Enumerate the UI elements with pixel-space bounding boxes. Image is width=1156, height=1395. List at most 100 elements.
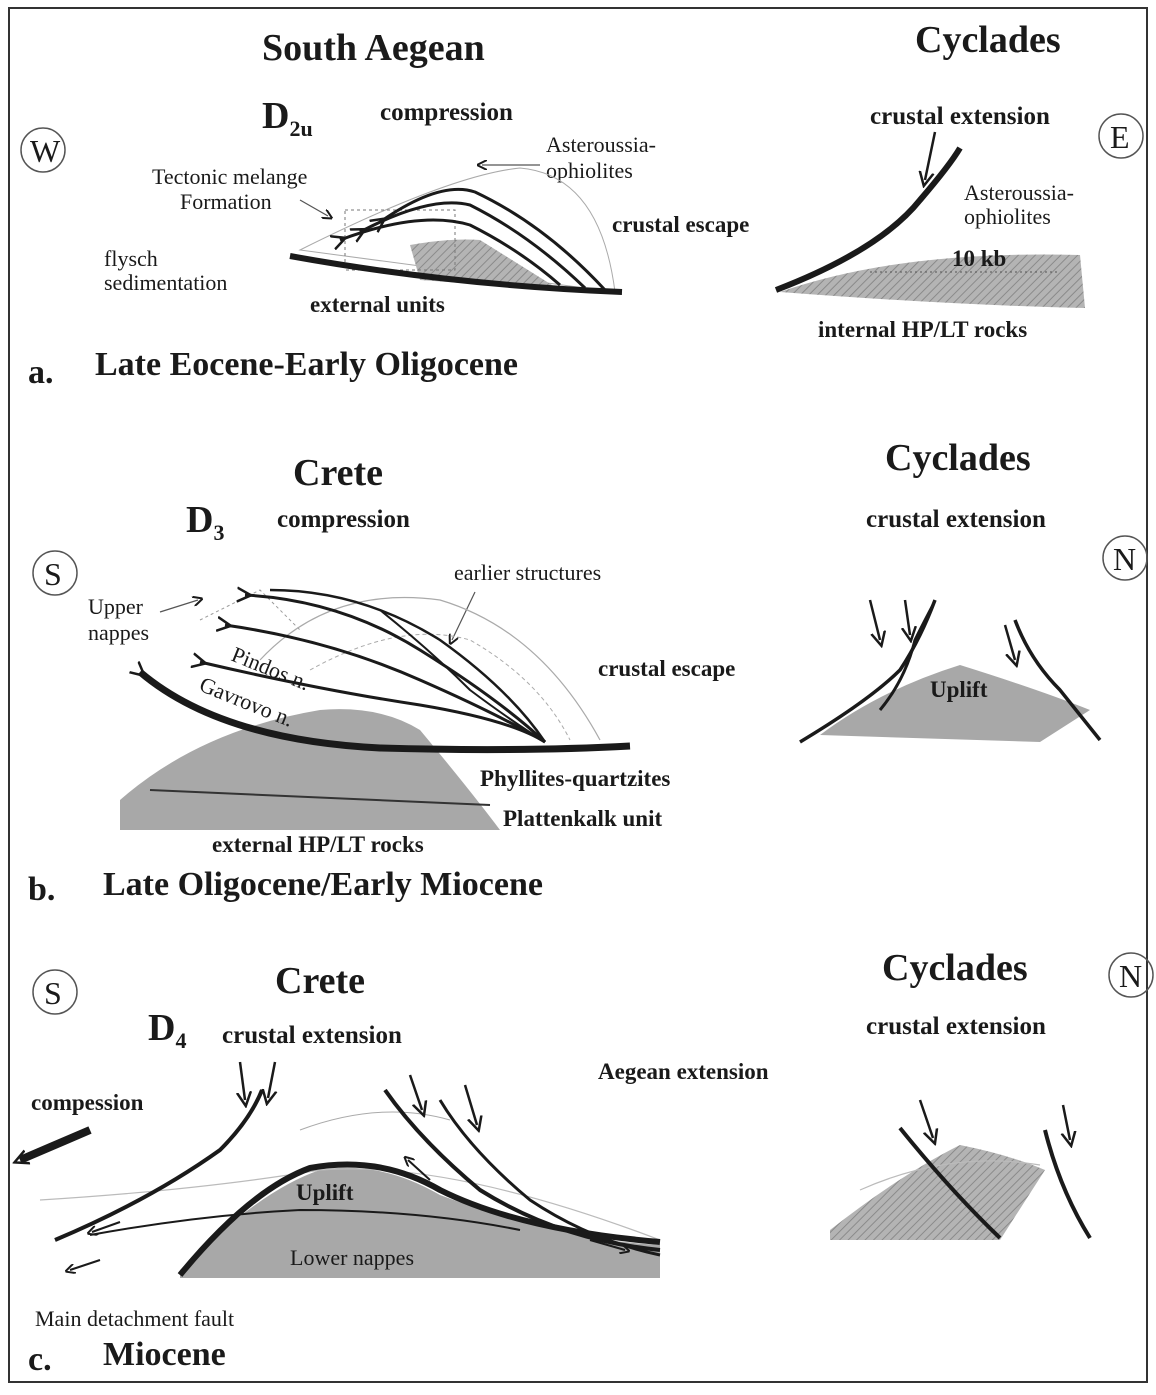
earlier-structures-label: earlier structures xyxy=(454,560,601,585)
panel-c-dir-left: S xyxy=(44,975,62,1011)
external-rocks-fill xyxy=(120,709,500,830)
upper-surface-c xyxy=(299,1111,451,1131)
thrust-b4 xyxy=(269,588,547,743)
panel-c-uplift: Uplift xyxy=(296,1180,354,1205)
panel-b-crustal-extension: crustal extension xyxy=(866,506,1046,533)
panel-b-crustal-escape: crustal escape xyxy=(598,656,735,681)
thrust-a2 xyxy=(360,201,587,290)
detachment-a xyxy=(774,146,963,293)
extension-arrow-b1 xyxy=(868,599,880,640)
normal-fault-c1 xyxy=(54,1089,264,1242)
asteroussia-label-a1: Asteroussia- xyxy=(546,132,656,157)
internal-rocks-label: internal HP/LT rocks xyxy=(818,317,1027,342)
south-direction-marker-c xyxy=(32,969,78,1015)
asteroussia-label-b2: ophiolites xyxy=(964,204,1051,229)
panel-a-phase: D2u xyxy=(262,95,313,141)
caption-letter-c: c. xyxy=(28,1341,52,1378)
panel-c-title-left: Crete xyxy=(275,960,365,1002)
panel-c: Crete Cyclades D4 crustal extension crus… xyxy=(20,947,1154,1378)
normal-fault-c4 xyxy=(898,1126,1002,1240)
south-direction-marker-b xyxy=(32,550,78,596)
cyclades-dome-c xyxy=(830,1145,1045,1240)
panel-a-crustal-extension: crustal extension xyxy=(870,103,1050,130)
shear-arrow-c3 xyxy=(92,1221,121,1232)
extension-arrow-c4 xyxy=(463,1084,477,1125)
upper-nappes-outline xyxy=(199,589,301,631)
extension-arrow-c2 xyxy=(268,1061,275,1098)
flysch-label-2: sedimentation xyxy=(104,270,227,295)
tectonic-melange-label-2: Formation xyxy=(180,189,272,214)
extension-arrow-c5 xyxy=(918,1099,933,1138)
figure-border xyxy=(8,7,1148,1383)
panel-b-title-left: Crete xyxy=(293,452,383,494)
panel-b-title-right: Cyclades xyxy=(885,437,1031,479)
melange-pointer-arrow xyxy=(299,199,328,216)
shear-arrow-c4 xyxy=(70,1259,101,1270)
compession-label: compession xyxy=(31,1090,144,1115)
wedge-outline-a xyxy=(298,167,616,293)
thrust-a3 xyxy=(380,187,607,292)
plattenkalk-boundary xyxy=(149,789,491,806)
surface-line-c xyxy=(39,1168,661,1241)
caption-a: Late Eocene-Early Oligocene xyxy=(95,346,518,383)
extension-arrow-c1 xyxy=(240,1061,245,1100)
flysch-label-1: flysch xyxy=(104,246,158,271)
lower-nappes-label: Lower nappes xyxy=(290,1245,414,1270)
upper-nappes-pointer xyxy=(159,600,198,613)
panel-c-crustal-extension-left: crustal extension xyxy=(222,1022,402,1049)
normal-fault-c5 xyxy=(1043,1129,1092,1240)
asteroussia-label-a2: ophiolites xyxy=(546,158,633,183)
aegean-extension-label: Aegean extension xyxy=(598,1059,769,1084)
basal-thrust-a xyxy=(289,253,623,295)
upper-nappes-label-2: nappes xyxy=(88,620,149,645)
dome-outline-b2 xyxy=(309,633,571,741)
phyllites-label: Phyllites-quartzites xyxy=(480,766,670,791)
panel-c-phase: D4 xyxy=(148,1007,186,1053)
external-units-label: external units xyxy=(310,292,445,317)
earlier-pointer-arrow xyxy=(452,591,476,640)
thrust-b5 xyxy=(379,609,546,743)
main-detachment-label: Main detachment fault xyxy=(35,1306,234,1331)
panel-a-title-right: Cyclades xyxy=(915,19,1061,61)
normal-fault-b1 xyxy=(799,599,937,744)
tectonic-melange-label-1: Tectonic melange xyxy=(152,164,307,189)
panel-b-phase: D3 xyxy=(186,499,224,545)
caption-b: Late Oligocene/Early Miocene xyxy=(103,866,543,903)
shear-arrow-c1 xyxy=(408,1160,431,1181)
panel-b: Crete Cyclades D3 compression crustal ex… xyxy=(28,437,1148,908)
dome-outline-b1 xyxy=(259,596,601,741)
east-direction-marker xyxy=(1098,113,1144,159)
asteroussia-label-b1: Asteroussia- xyxy=(964,180,1074,205)
uplift-dome-b xyxy=(820,665,1090,742)
panel-c-crustal-extension-right: crustal extension xyxy=(866,1013,1046,1040)
panel-a-title-left: South Aegean xyxy=(262,27,485,69)
panel-a-crustal-escape: crustal escape xyxy=(612,212,749,237)
thrust-b2 xyxy=(225,625,546,744)
compression-arrow xyxy=(20,1126,92,1160)
west-direction-marker xyxy=(20,127,66,173)
extension-arrow-b3 xyxy=(1003,624,1015,660)
internal-boundary-c xyxy=(89,1208,521,1236)
upper-nappes-label-1: Upper xyxy=(88,594,144,619)
panel-a-compression: compression xyxy=(380,99,513,126)
panel-b-uplift: Uplift xyxy=(930,677,988,702)
panel-a-dir-right: E xyxy=(1110,119,1130,155)
extension-arrow-a xyxy=(925,131,937,180)
panel-a-dir-left: W xyxy=(30,133,61,169)
extension-arrow-b2 xyxy=(905,599,910,635)
pressure-label: 10 kb xyxy=(952,246,1006,271)
panel-a: South Aegean Cyclades D2u compression cr… xyxy=(20,19,1144,391)
extension-arrow-c6 xyxy=(1063,1104,1070,1140)
extension-arrow-c3 xyxy=(408,1074,422,1110)
caption-letter-b: b. xyxy=(28,871,55,908)
normal-fault-c3 xyxy=(438,1099,661,1257)
basal-thrust-b xyxy=(140,672,631,754)
panel-b-compression: compression xyxy=(277,506,410,533)
caption-letter-a: a. xyxy=(28,354,54,391)
caption-c: Miocene xyxy=(103,1336,226,1373)
crete-dome-fill xyxy=(180,1167,660,1278)
normal-fault-b3 xyxy=(1013,619,1102,742)
external-rocks-label: external HP/LT rocks xyxy=(212,832,424,857)
normal-fault-c2 xyxy=(383,1088,661,1252)
